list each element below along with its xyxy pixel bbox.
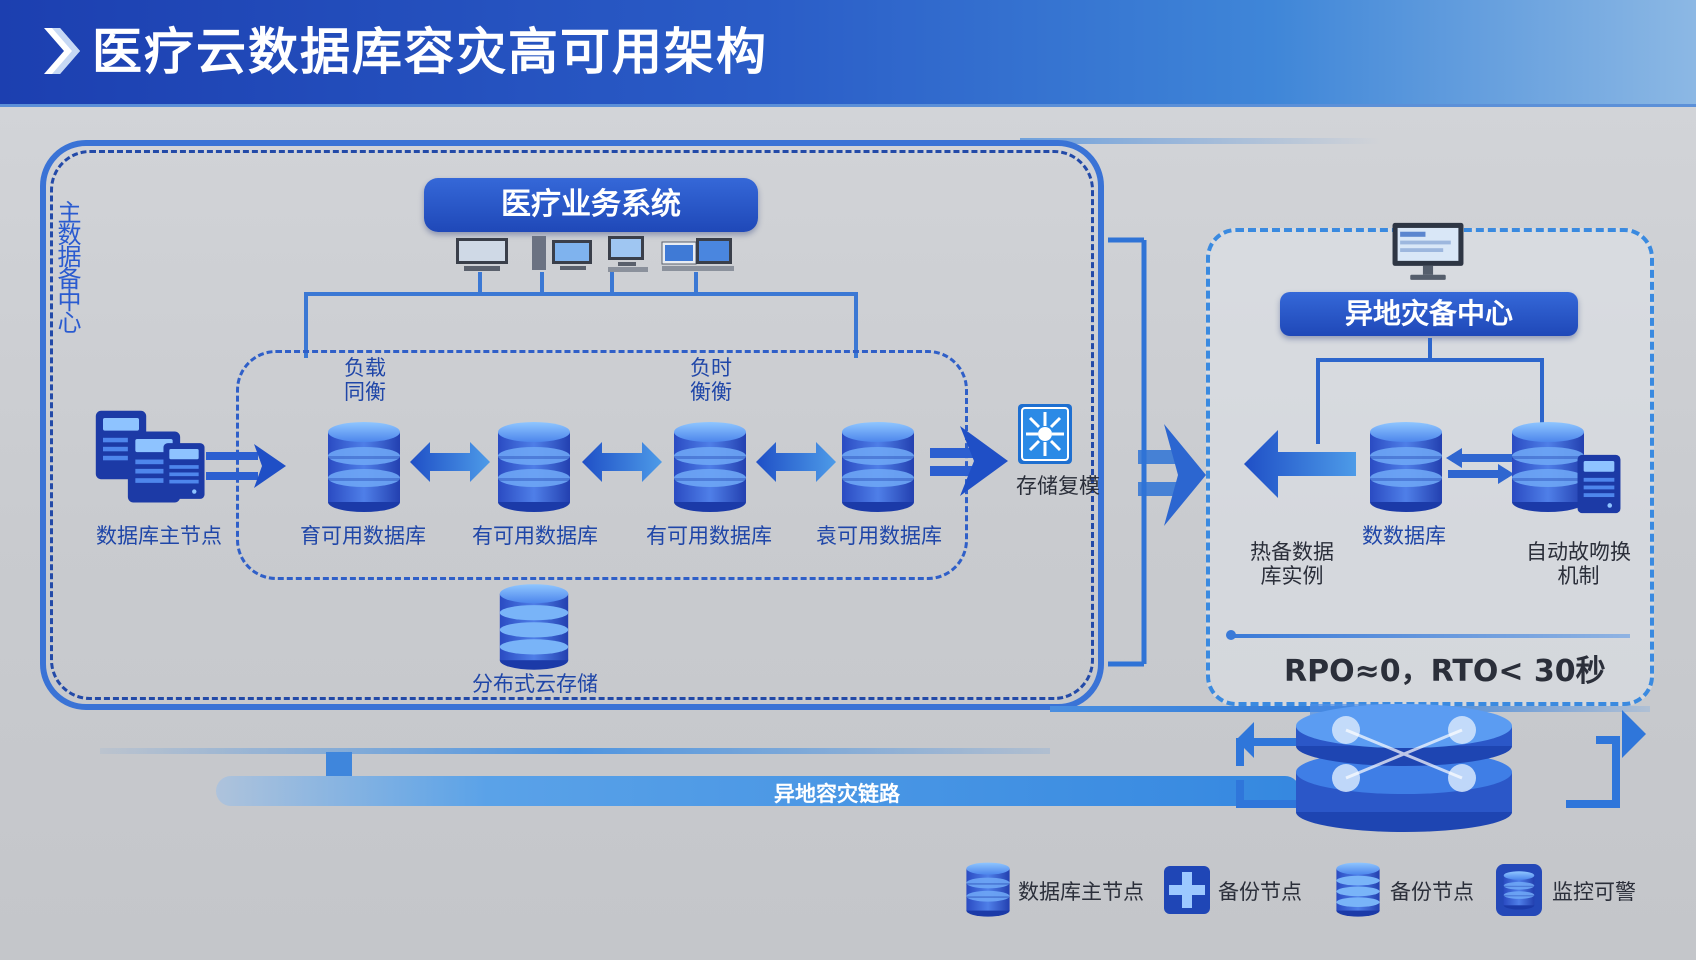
legend: 数据库主节点 备份节点 备份节点 监控可警 [964, 860, 1664, 920]
ha-node-label-3: 有可用数据库 [646, 524, 772, 548]
business-system-label: 医疗业务系统 [501, 187, 681, 222]
monitor-icon [1392, 222, 1464, 280]
right-arrow-icon [930, 426, 1008, 496]
lb-right-line2: 衡衡 [690, 380, 732, 404]
cloud-storage-icon [499, 584, 569, 670]
computer-icon [661, 238, 734, 271]
server-icon [1577, 454, 1621, 514]
database-icon [966, 862, 1010, 917]
database-icon [1336, 862, 1380, 917]
computer-icon [532, 236, 592, 270]
metrics-dot [1226, 630, 1236, 640]
master-node-label: 数据库主节点 [96, 524, 222, 548]
primary-center-frame [40, 140, 1104, 710]
primary-center-inner-dash [50, 150, 1094, 700]
workstation-row [456, 236, 736, 276]
dr-link-stand [326, 752, 352, 776]
page-title: 医疗云数据库容灾高可用架构 [92, 23, 768, 81]
right-arrow-icon [1138, 424, 1206, 526]
database-icon [328, 422, 400, 512]
storage-switch-label: 存储复模 [1016, 474, 1100, 498]
legend-item-label: 备份节点 [1390, 880, 1474, 904]
decor-line [1020, 138, 1380, 144]
dr-db-label: 数数据库 [1362, 524, 1446, 548]
ha-node-label-1: 育可用数据库 [300, 524, 426, 548]
dr-link-label: 异地容灾链路 [774, 782, 900, 806]
sync-arrow-icon [756, 442, 836, 482]
lb-left-line2: 同衡 [344, 380, 386, 404]
legend-item-label: 数据库主节点 [1018, 880, 1144, 904]
sync-arrow-icon [410, 442, 490, 482]
sync-arrow-icon [1244, 430, 1356, 498]
load-balance-left-label: 负载 同衡 [344, 356, 386, 404]
database-icon [842, 422, 914, 512]
header-banner: 医疗云数据库容灾高可用架构 [0, 0, 1696, 107]
dr-center-title: 异地灾备中心 [1344, 297, 1513, 330]
business-connectors [304, 272, 858, 358]
load-balance-right-label: 负时 衡衡 [690, 356, 732, 404]
sync-arrow-icon [582, 442, 662, 482]
primary-center-label-text: 主数据备中心 [53, 200, 81, 332]
dr-link-upper-line [100, 748, 1050, 754]
ha-node-label-2: 有可用数据库 [472, 524, 598, 548]
hot-standby-label: 热备数据 库实例 [1250, 540, 1334, 588]
monitoring-icon [1496, 864, 1542, 916]
master-server-icon [95, 410, 205, 503]
rpo-rto-metrics: RPO≈0，RTO< 30秒 [1284, 654, 1606, 689]
dr-connectors [1316, 338, 1544, 444]
sync-arrow-icon [1446, 448, 1514, 484]
primary-center-label: 主数据备中心 [52, 200, 82, 338]
legend-item-label: 监控可警 [1552, 880, 1636, 904]
network-switch-icon [1018, 404, 1072, 464]
storage-label: 分布式云存储 [472, 672, 598, 696]
plus-icon [1164, 866, 1210, 914]
database-icon [1370, 422, 1442, 512]
network-hub-icon [1236, 704, 1646, 832]
ha-cluster-box [236, 350, 968, 580]
database-icon [498, 422, 570, 512]
computer-icon [456, 238, 508, 271]
lb-right-line1: 负时 [690, 356, 732, 380]
legend-item-label: 备份节点 [1218, 880, 1302, 904]
right-arrow-icon [206, 444, 286, 488]
dr-link-bar [216, 776, 1300, 806]
failover-line1: 自动故吻换 [1526, 540, 1631, 564]
metrics-divider [1230, 634, 1630, 638]
dr-center-title-pill: 异地灾备中心 [1280, 292, 1578, 336]
lb-left-line1: 负载 [344, 356, 386, 380]
failover-label: 自动故吻换 机制 [1526, 540, 1631, 588]
hot-standby-line2: 库实例 [1260, 564, 1324, 588]
computer-icon [608, 236, 648, 272]
hot-standby-line1: 热备数据 [1250, 540, 1334, 564]
business-system-pill: 医疗业务系统 [424, 178, 758, 232]
database-icon [674, 422, 746, 512]
chevron-right-icon [44, 28, 80, 74]
failover-line2: 机制 [1557, 564, 1600, 588]
ha-node-label-4: 袁可用数据库 [816, 524, 942, 548]
